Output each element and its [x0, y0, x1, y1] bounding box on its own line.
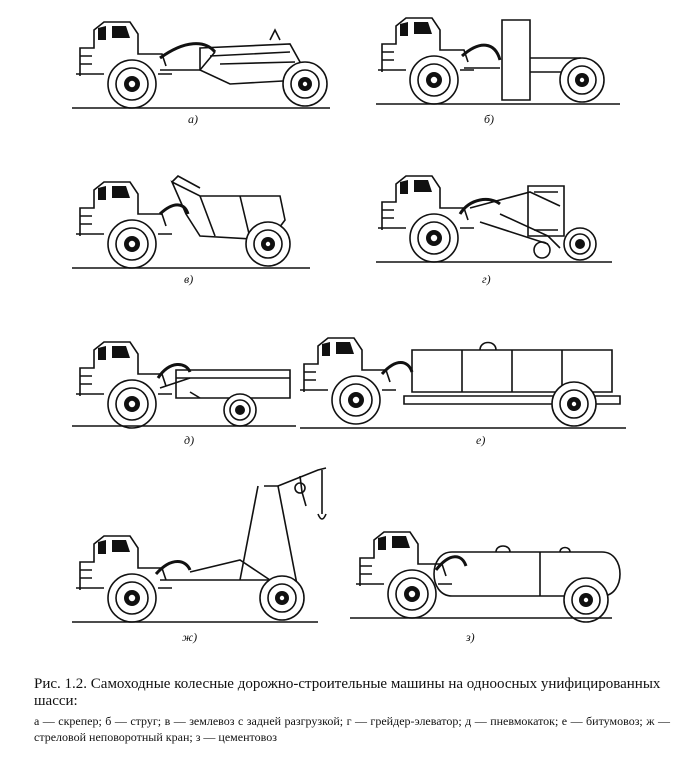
drawing-plough: [376, 17, 620, 105]
panel-label-crane: ж): [182, 630, 198, 644]
panel-label-pneumatic-roller: д): [184, 433, 195, 447]
panel-label-bitumen-tanker: е): [476, 433, 486, 447]
panel-label-cement-tanker: з): [466, 630, 475, 644]
figure: а) б) в) г) д) е) ж) з): [72, 17, 626, 644]
drawing-scraper: [72, 21, 330, 109]
drawing-earth-hauler: [72, 175, 310, 269]
caption-title: Рис. 1.2. Самоходные колесные дорожно-ст…: [34, 676, 661, 709]
figure-caption: Рис. 1.2. Самоходные колесные дорожно-ст…: [34, 676, 670, 745]
panel-label-plough: б): [484, 112, 495, 126]
caption-legend: а — скрепер; б — струг; в — землевоз с з…: [34, 714, 670, 744]
drawing-crane: [72, 467, 327, 623]
vehicle-drawings: [72, 17, 626, 623]
panel-label-grader-elevator: г): [482, 272, 491, 286]
drawing-pneumatic-roller: [72, 341, 296, 429]
drawing-bitumen-tanker: [299, 337, 626, 429]
panel-label-scraper: а): [188, 112, 198, 126]
panel-label-earth-hauler: в): [184, 272, 194, 286]
drawing-cement-tanker: [350, 531, 621, 623]
drawing-grader-elevator: [376, 175, 612, 263]
